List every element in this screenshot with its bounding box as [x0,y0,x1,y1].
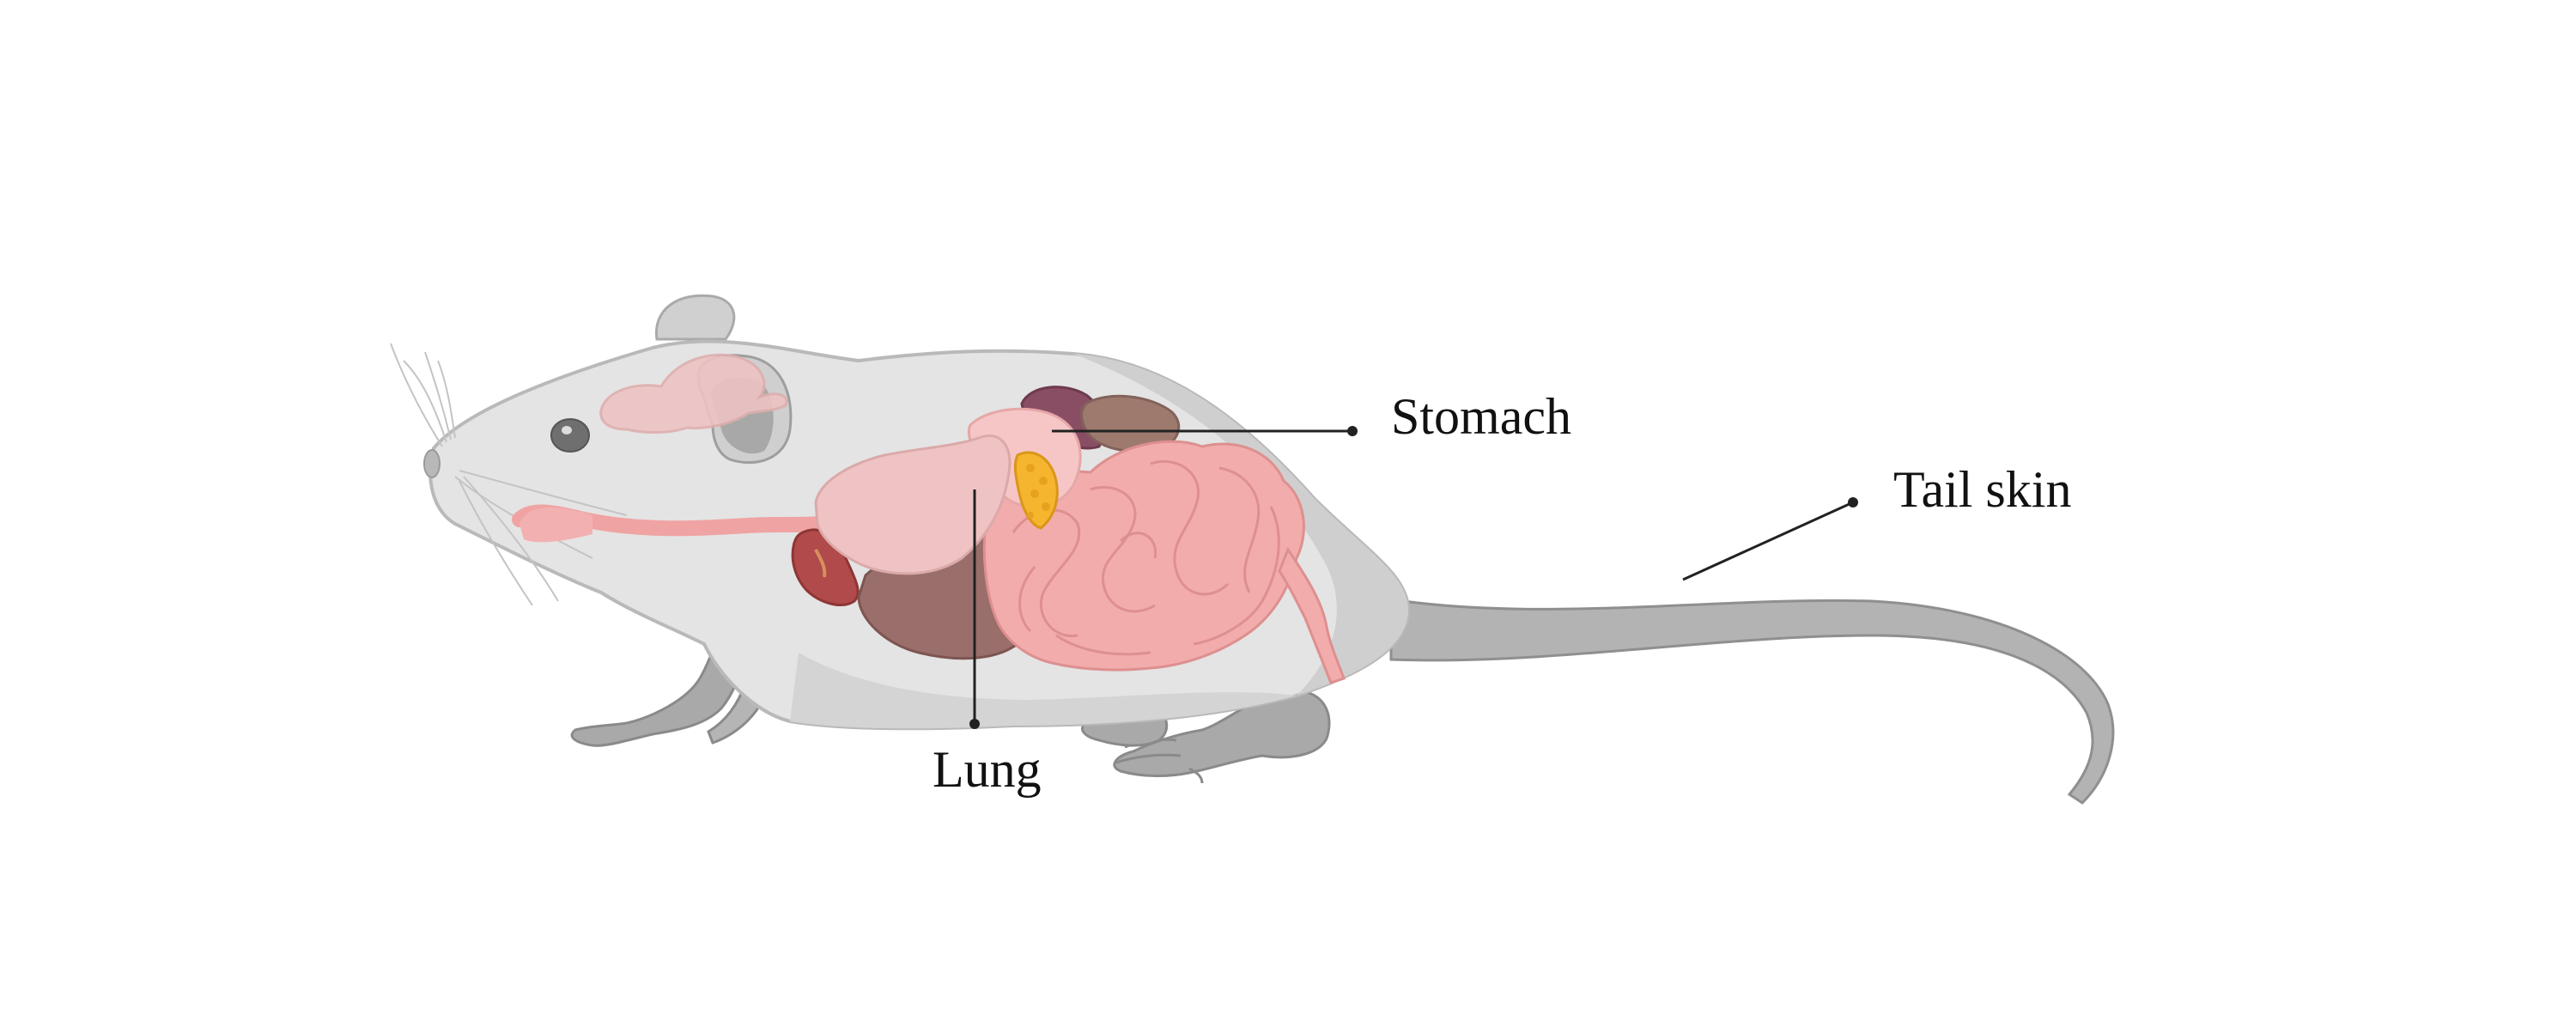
whiskers [390,343,628,606]
ear-back [654,294,736,341]
mouth-cavity [519,507,592,543]
eye [550,418,590,453]
nose [423,449,440,478]
tail-leader-line [1682,501,1854,581]
label-tail-skin: Tail skin [1893,461,2072,518]
stomach-leader-dot [1347,426,1358,436]
label-stomach: Stomach [1391,388,1571,445]
brain [599,353,788,435]
lung-leader-dot [969,719,980,729]
label-lung: Lung [933,741,1042,798]
lung [814,434,1012,575]
underside-shading [790,653,1297,729]
front-foot [570,629,741,747]
heart-vessel [814,549,827,578]
pancreas-texture [1026,464,1050,519]
tail-leader-dot [1848,497,1858,508]
tail [1389,598,2115,805]
eye-highlight [562,426,572,435]
belly-shading [1073,354,1408,696]
colon [1278,546,1346,684]
